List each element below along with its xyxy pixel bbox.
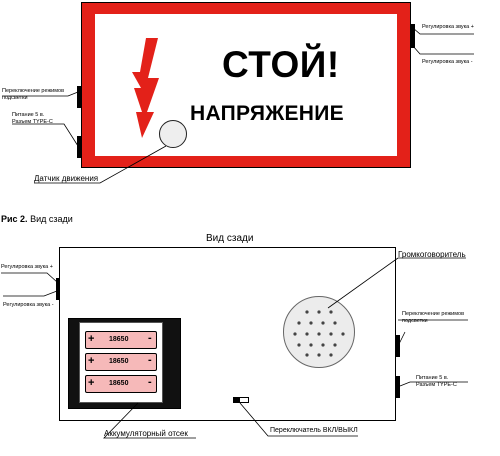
battery-plus-icon: + (88, 333, 95, 345)
sign-title-stop: СТОЙ! (222, 44, 340, 85)
battery-cell (85, 375, 157, 393)
motion-sensor (159, 120, 187, 148)
label-motion-sensor: Датчик движения (34, 174, 99, 183)
rear-type-c-port (396, 376, 400, 398)
label-volume-down-rear: Регулировка звука - (3, 302, 54, 308)
battery-cell-label: 18650 (109, 380, 129, 387)
battery-plus-icon: + (88, 355, 95, 367)
battery-minus-icon: - (148, 354, 152, 366)
label-speaker: Громкоговоритель (398, 250, 466, 259)
battery-cell (85, 331, 157, 349)
battery-minus-icon: - (148, 376, 152, 388)
label-power-switch: Переключатель ВКЛ/ВЫКЛ (270, 427, 358, 434)
label-volume-up-rear: Регулировка звука + (1, 264, 53, 270)
label-mode-front: Переключение режимов подсветки (2, 88, 65, 101)
power-switch-knob (233, 397, 240, 403)
lightning-bolt-icon (132, 38, 159, 138)
label-volume-up-front: Регулировка звука + (422, 24, 474, 30)
figure-number: Рис 2. (1, 214, 28, 224)
battery-minus-icon: - (148, 332, 152, 344)
label-power-front: Питание 5 в. Разъем TYPE-C (12, 112, 53, 125)
label-volume-down-front: Регулировка звука - (422, 59, 473, 65)
battery-cell-label: 18650 (109, 358, 129, 365)
figure-caption-text: Вид сзади (30, 214, 73, 224)
battery-cell (85, 353, 157, 371)
rear-view-title: Вид сзади (206, 233, 254, 244)
figure-caption: Рис 2. Вид сзади (1, 214, 73, 224)
rear-volume-buttons (56, 278, 59, 300)
label-power-rear: Питание 5 в. Разъем TYPE-C (416, 375, 457, 388)
mode-button (77, 86, 81, 108)
speaker-grille-icon (293, 310, 345, 357)
battery-plus-icon: + (88, 377, 95, 389)
label-battery-compartment: Аккумуляторный отсек (104, 429, 188, 438)
sign-title-voltage: НАПРЯЖЕНИЕ (190, 102, 344, 125)
label-mode-rear: Переключение режимов подсветки (402, 311, 465, 324)
battery-cell-label: 18650 (109, 336, 129, 343)
type-c-port (77, 136, 81, 158)
volume-buttons (411, 24, 415, 48)
